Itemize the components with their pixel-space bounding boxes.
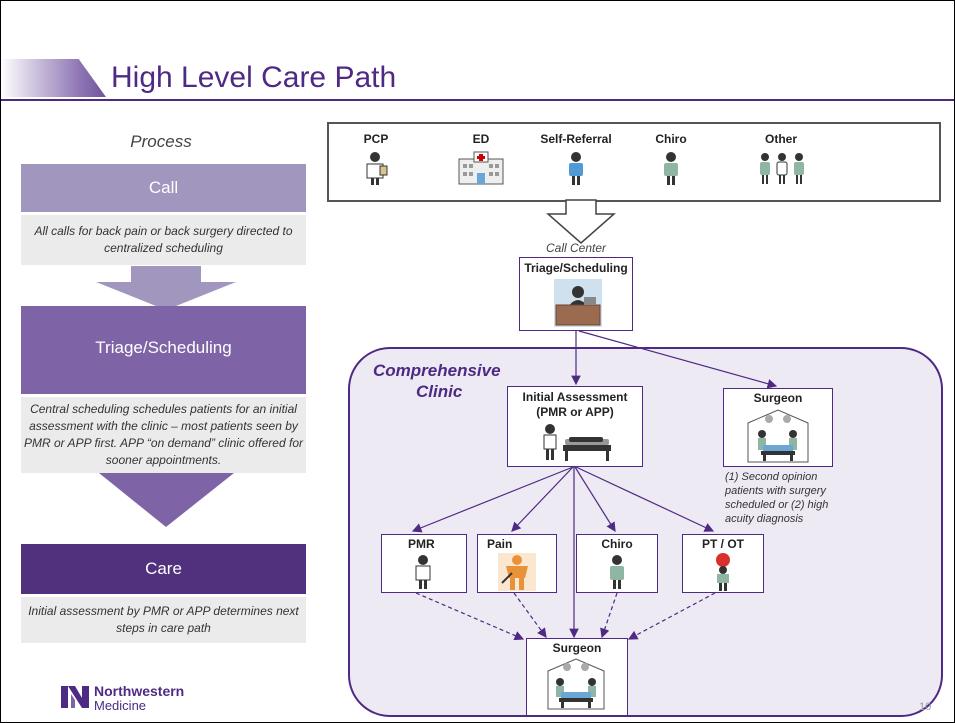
patient-icon (569, 152, 583, 185)
process-heading: Process (130, 132, 192, 151)
operating-room-icon (547, 658, 605, 710)
source-label-pcp: PCP (363, 132, 389, 146)
doctor-icon (366, 152, 388, 185)
initial-assessment-box (507, 386, 643, 467)
clinic-title-line1: Comprehensive (373, 361, 501, 380)
referral-sources-box (327, 122, 941, 202)
person-icon (664, 152, 678, 185)
doctor-icon (415, 555, 431, 589)
initial-assessment-line2: (PMR or APP) (536, 405, 614, 419)
step-call-description: All calls for back pain or back surgery … (21, 215, 306, 265)
down-arrow-2 (99, 473, 234, 527)
operating-room-icon (747, 409, 809, 463)
comprehensive-clinic-region (348, 347, 943, 717)
referral-label-chiro: Chiro (601, 537, 633, 551)
scheduler-desk-icon (554, 279, 602, 327)
referral-label-pain: Pain (487, 537, 513, 551)
sources-to-callcenter-arrow (546, 199, 616, 244)
step-triage-bar: Triage/Scheduling (21, 306, 306, 394)
referral-label-pt-ot: PT / OT (702, 537, 744, 551)
therapy-ball-icon (716, 553, 730, 591)
down-arrow-1 (96, 266, 236, 310)
call-center-caption: Call Center (545, 241, 607, 255)
source-label-self-referral: Self-Referral (540, 132, 612, 146)
clinic-title-line2: Clinic (416, 382, 463, 401)
surgeon-bottom-label: Surgeon (552, 641, 602, 655)
person-icon (610, 555, 624, 589)
pain-body-icon (498, 553, 536, 591)
slide-title: High Level Care Path (111, 61, 397, 94)
title-divider (1, 99, 954, 101)
surgeon-top-label: Surgeon (753, 391, 803, 405)
step-care-description: Initial assessment by PMR or APP determi… (21, 597, 306, 643)
logo-line2: Medicine (94, 698, 147, 713)
hospital-icon (458, 151, 504, 185)
source-label-other: Other (764, 132, 797, 146)
surgeon-top-note: (1) Second opinion patients with surgery… (725, 471, 829, 525)
referral-label-pmr: PMR (408, 537, 435, 551)
source-label-chiro: Chiro (655, 132, 687, 146)
step-call-bar: Call (21, 164, 306, 212)
step-care-bar: Care (21, 544, 306, 594)
exam-table-icon (543, 424, 611, 461)
people-group-icon (760, 153, 804, 184)
initial-assessment-line1: Initial Assessment (522, 390, 628, 404)
call-center-label: Triage/Scheduling (524, 261, 628, 275)
step-triage-description: Central scheduling schedules patients fo… (21, 397, 306, 473)
logo-line1: Northwestern (94, 683, 185, 699)
source-label-ed: ED (472, 132, 490, 146)
page-number: 10 (919, 701, 932, 713)
nm-logo-icon (61, 686, 89, 708)
